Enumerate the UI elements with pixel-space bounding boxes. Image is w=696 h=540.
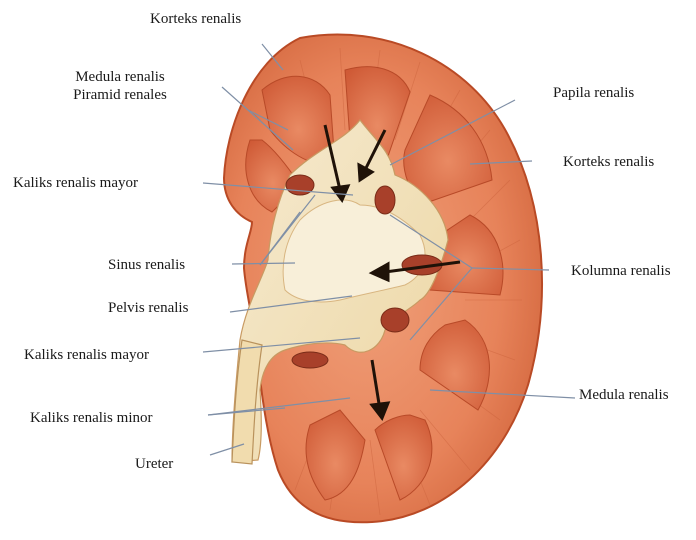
label-medula-renalis-right: Medula renalis [579,386,669,404]
label-kaliks-renalis-minor: Kaliks renalis minor [30,409,152,427]
label-papila-renalis: Papila renalis [553,84,634,102]
label-kolumna-renalis: Kolumna renalis [571,262,671,280]
label-piramid-renales-line: Piramid renales [60,86,180,104]
label-medula-renalis-line: Medula renalis [60,68,180,86]
label-ureter: Ureter [135,455,173,473]
label-kaliks-renalis-mayor-lower: Kaliks renalis mayor [24,346,149,364]
label-kaliks-renalis-mayor-upper: Kaliks renalis mayor [13,174,138,192]
label-korteks-renalis-top: Korteks renalis [150,10,241,28]
label-medula-renalis-left: Medula renalis Piramid renales [60,68,180,104]
label-korteks-renalis-right: Korteks renalis [563,153,654,171]
label-pelvis-renalis: Pelvis renalis [108,299,188,317]
label-sinus-renalis: Sinus renalis [108,256,185,274]
